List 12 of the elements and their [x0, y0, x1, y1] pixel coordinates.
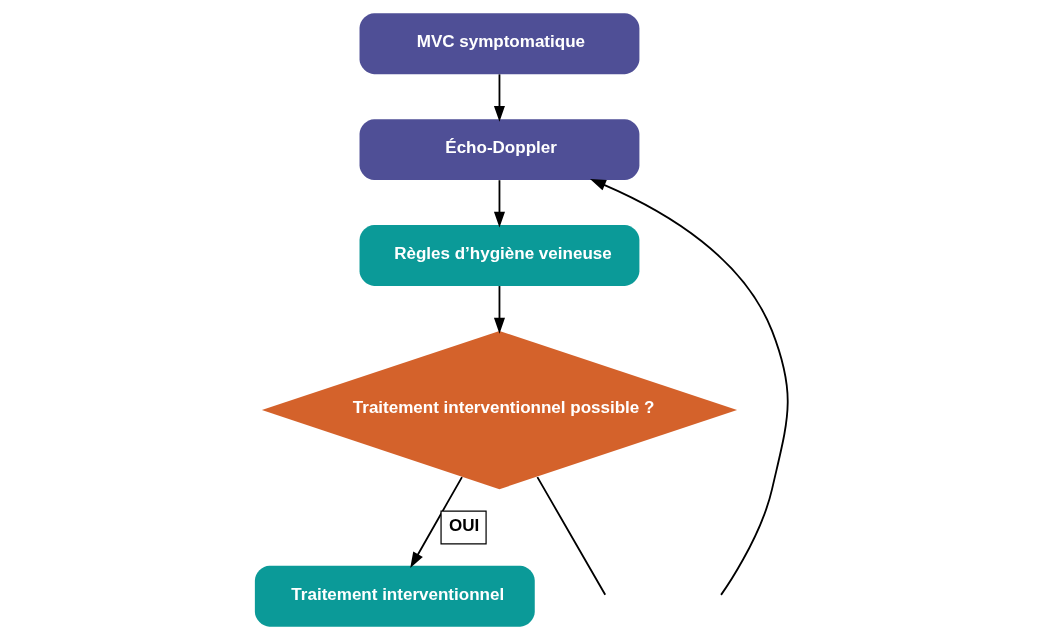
- arrow: [493, 285, 505, 334]
- node-box: MVC symptomatique: [359, 13, 640, 75]
- arrow: [590, 179, 789, 596]
- connector: [536, 476, 607, 596]
- node-box: Règles d’hygiène veineuse: [359, 225, 640, 286]
- arrow: [410, 476, 463, 568]
- node-diamond: Traitement interventionnel possible ?: [261, 330, 738, 490]
- edge-label: OUI: [448, 516, 480, 536]
- arrow: [493, 73, 505, 122]
- node-box: Écho-Doppler: [359, 119, 640, 181]
- arrow: [493, 179, 505, 228]
- node-box: Traitement interventionnel: [254, 565, 535, 627]
